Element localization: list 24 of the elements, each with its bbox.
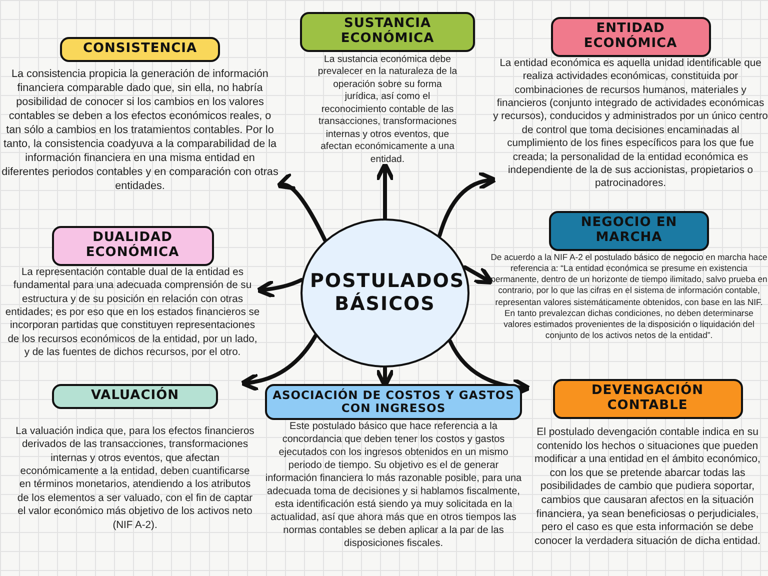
description-text: La entidad económica es aquella unidad identificable que realiza actividades económicas, constituida por combinaciones de recursos humanos, materiales y financieros (conjunto integrado de actividades económicas y recursos), conducidos y administrados por un único centro de control que toma decisiones encaminadas al cumplimiento de los fines específicos para los que fue creada; la personalidad de la entidad económica es independiente de la de sus accionistas, propietarios o patrocinadores.	[493, 56, 768, 191]
central-circle	[300, 218, 470, 368]
title-label: SUSTANCIA ECONÓMICA	[300, 12, 475, 52]
title-label: ENTIDAD ECONÓMICA	[550, 17, 710, 57]
title-label: DEVENGACIÓN CONTABLE	[552, 379, 742, 419]
description-text: De acuerdo a la NIF A-2 el postulado básico de negocio en marcha hace referencia a: “La entidad económica se presume en existencia permanente, dentro de un horizonte de tiempo ilimitado, salvo prueba en contrario, por lo que las cifras en el sistema de información contable, representan valores sistemáticamente obtenidos, con base en las NIF. En tanto prevalezcan dichas condiciones, no deben determinarse valores estimados provenientes de la disposición o liquidación del conjunto de los activos netos de la entidad”.	[490, 252, 768, 342]
title-label: CONSISTENCIA	[60, 37, 220, 62]
arrow	[256, 278, 304, 299]
title-label: VALUACIÓN	[52, 384, 218, 409]
arrow	[276, 173, 327, 242]
description-text: La consistencia propicia la generación de información financiera comparable dado que, sin ella, no habría posibilidad de conocer si los cambios en los valores contables se deben a los efectos económicos reales, o tan sólo a cambios en los tratamientos contables. Por lo tanto, la consistencia coadyuva a la comparabilidad de la información financiera en una misma entidad en diferentes periodos contables y en comparación con otras entidades.	[0, 66, 280, 194]
title-label: DUALIDAD ECONÓMICA	[52, 226, 214, 266]
description-text: La sustancia económica debe prevalecer en la naturaleza de la operación sobre su forma jurídica, así como el reconocimiento contable de las transacciones, transformaciones internas y otros eventos, que afectan económicamente a una entidad.	[318, 54, 458, 166]
description-text: La valuación indica que, para los efectos financieros derivados de las transacciones, transformaciones internas y otros eventos, que afectan económicamente a la entidad, deben cuantificarse en términos monetarios, atendiendo a los atributos de los elementos a ser valuado, con el fin de captar el valor económico más objetivo de los activos neto (NIF A-2).	[15, 424, 255, 532]
title-label: ASOCIACIÓN DE COSTOS Y GASTOS CON INGRESOS	[265, 384, 522, 420]
central-title: POSTULADOS BÁSICOS	[310, 270, 460, 316]
description-text: La representación contable dual de la entidad es fundamental para una adecuada comprensión de su estructura y de su posición en relación con otras entidades; es por eso que en los estados financieros se incorporan partidas que constituyen representaciones de los recursos económicos de la entidad, por un lado, y de las fuentes de dichos recursos, por el otro.	[5, 266, 260, 360]
description-text: Este postulado básico que hace referencia a la concordancia que deben tener los costos y gastos ejecutados con los ingresos obtenidos en un mismo periodo de tiempo. Su objetivo es el de generar información financiera lo más razonable posible, para una adecuada toma de decisiones y si hablamos fiscalmente, esta identificación está siendo ya muy solicitada en la actualidad, así que ahora más que en otros tiempos las normas contables se deben aplicar a la par de las disposiciones fiscales.	[264, 420, 523, 550]
arrow	[438, 172, 498, 238]
arrow	[462, 265, 494, 285]
arrow	[240, 334, 318, 392]
arrow	[375, 162, 395, 220]
description-text: El postulado devengación contable indica en su contenido los hechos o situaciones que pueden modificar a una entidad en el ámbito económico, con los que se pretende abarcar todas las posibilidades de cambio que pudiera soportar, cambios que causaran afectos en la situación financiera, ya sean beneficiosas o perjudiciales, pero el caso es que esta información se debe conocer la verdadera situación de dicha entidad.	[534, 426, 762, 549]
title-label: NEGOCIO EN MARCHA	[549, 211, 709, 251]
